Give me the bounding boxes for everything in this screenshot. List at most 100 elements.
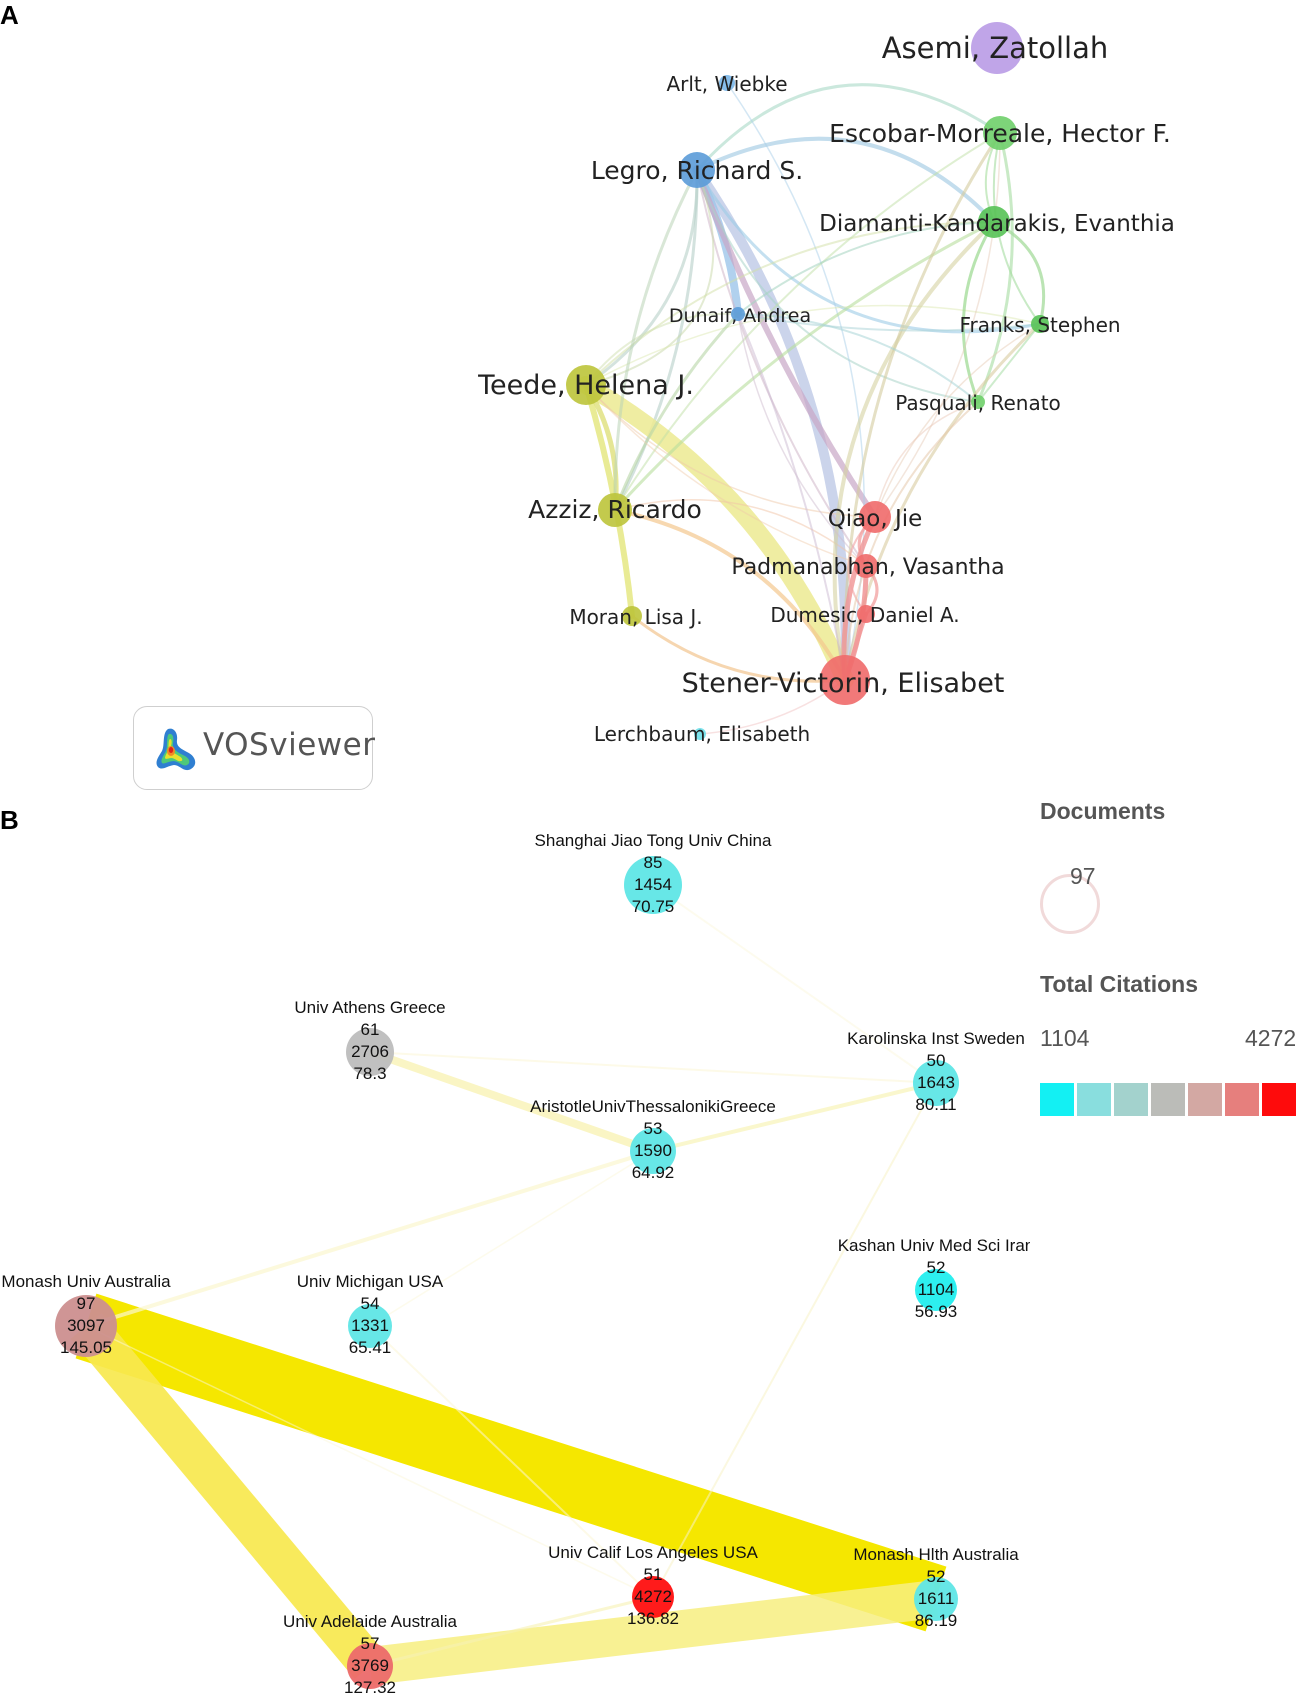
institution-name-karolinska: Karolinska Inst Sweden bbox=[847, 1029, 1025, 1048]
institution-avg-citations-shanghai: 70.75 bbox=[632, 897, 675, 916]
author-node-franks[interactable] bbox=[1031, 315, 1049, 333]
institution-node-aristotle[interactable] bbox=[630, 1128, 676, 1174]
institution-link bbox=[369, 1325, 654, 1598]
vosviewer-logo-icon bbox=[156, 728, 196, 771]
institution-node-monash[interactable] bbox=[55, 1295, 117, 1357]
institution-documents-karolinska: 50 bbox=[927, 1051, 946, 1070]
institution-name-ucla: Univ Calif Los Angeles USA bbox=[548, 1543, 758, 1562]
author-link bbox=[737, 313, 1041, 332]
legend-documents-circle bbox=[1040, 874, 1100, 934]
institution-node-athens[interactable] bbox=[346, 1028, 394, 1076]
author-node-escobar[interactable] bbox=[983, 116, 1017, 150]
institution-avg-citations-aristotle: 64.92 bbox=[632, 1163, 675, 1182]
institution-node-adelaide[interactable] bbox=[347, 1643, 393, 1689]
author-link bbox=[695, 83, 1002, 172]
author-node-moran[interactable] bbox=[622, 606, 642, 626]
author-link bbox=[585, 304, 1041, 386]
institution-citations-shanghai: 1454 bbox=[634, 875, 672, 894]
author-label-dunaif: Dunaif, Andrea bbox=[669, 305, 811, 327]
author-label-escobar: Escobar-Morreale, Hector F. bbox=[829, 119, 1171, 148]
institution-name-athens: Univ Athens Greece bbox=[294, 998, 445, 1017]
institution-link bbox=[369, 1051, 937, 1084]
institution-citations-kashan: 1104 bbox=[918, 1280, 955, 1299]
author-node-diamanti[interactable] bbox=[978, 206, 1010, 238]
institution-link bbox=[85, 1149, 654, 1328]
institution-avg-citations-monashhlth: 86.19 bbox=[915, 1611, 958, 1630]
author-label-stener: Stener-Victorin, Elisabet bbox=[682, 668, 1005, 699]
author-node-azziz[interactable] bbox=[598, 493, 632, 527]
institution-documents-adelaide: 57 bbox=[361, 1634, 380, 1653]
institution-avg-citations-michigan: 65.41 bbox=[349, 1338, 392, 1357]
author-link bbox=[737, 221, 995, 315]
institution-avg-citations-monash: 145.05 bbox=[60, 1338, 112, 1357]
author-link bbox=[976, 131, 1014, 404]
institution-node-shanghai[interactable] bbox=[624, 856, 682, 914]
legend-documents-value: 97 bbox=[1070, 863, 1096, 889]
author-node-arlt[interactable] bbox=[719, 75, 735, 91]
author-label-asemi: Asemi, Zatollah bbox=[882, 31, 1109, 65]
author-node-lerchbaum[interactable] bbox=[694, 728, 706, 740]
institution-citations-aristotle: 1590 bbox=[634, 1141, 672, 1160]
author-link bbox=[613, 312, 740, 512]
panel-a-letter: A bbox=[0, 0, 19, 30]
institution-avg-citations-ucla: 136.82 bbox=[627, 1609, 679, 1628]
institution-name-michigan: Univ Michigan USA bbox=[297, 1272, 444, 1291]
author-node-dunaif[interactable] bbox=[731, 307, 745, 321]
institution-collaboration-network: Shanghai Jiao Tong Univ China85145470.75… bbox=[1, 831, 1030, 1695]
legend-documents-title: Documents bbox=[1040, 798, 1166, 824]
institution-citations-adelaide: 3769 bbox=[351, 1656, 389, 1675]
author-link bbox=[613, 220, 996, 512]
panel-b-letter: B bbox=[0, 805, 19, 835]
author-link bbox=[613, 508, 847, 682]
author-node-qiao[interactable] bbox=[859, 501, 891, 533]
author-label-legro: Legro, Richard S. bbox=[591, 156, 803, 185]
institution-node-kashan[interactable] bbox=[915, 1269, 957, 1311]
author-label-franks: Franks, Stephen bbox=[959, 313, 1120, 337]
institution-link bbox=[85, 1325, 654, 1598]
institution-link bbox=[369, 1595, 654, 1668]
author-label-lerchbaum: Lerchbaum, Elisabeth bbox=[594, 722, 810, 746]
legend-scale-swatch bbox=[1077, 1083, 1111, 1116]
institution-link bbox=[75, 1293, 947, 1632]
institution-link bbox=[367, 1580, 939, 1685]
author-node-legro[interactable] bbox=[679, 152, 715, 188]
institution-citations-athens: 2706 bbox=[351, 1042, 389, 1061]
author-link bbox=[614, 132, 1001, 511]
institution-node-ucla[interactable] bbox=[632, 1576, 674, 1618]
legend-scale-swatch bbox=[1151, 1083, 1185, 1116]
institution-citations-ucla: 4272 bbox=[634, 1587, 672, 1606]
institution-name-monash: Monash Univ Australia bbox=[1, 1272, 171, 1291]
institution-citations-monash: 3097 bbox=[67, 1316, 105, 1335]
institution-documents-ucla: 51 bbox=[644, 1565, 663, 1584]
author-link bbox=[695, 136, 996, 224]
institution-node-michigan[interactable] bbox=[348, 1304, 392, 1348]
author-node-asemi[interactable] bbox=[971, 22, 1023, 74]
author-link bbox=[843, 131, 1002, 682]
institution-citations-monashhlth: 1611 bbox=[918, 1589, 955, 1608]
legend-scale-swatch bbox=[1114, 1083, 1148, 1116]
institution-link bbox=[652, 1082, 937, 1598]
author-link bbox=[737, 313, 867, 567]
institution-link bbox=[652, 884, 937, 1084]
author-node-padmanabhan[interactable] bbox=[854, 554, 878, 578]
author-link bbox=[961, 220, 996, 404]
institution-links bbox=[70, 884, 947, 1685]
author-node-stener[interactable] bbox=[820, 655, 870, 705]
legend-scale-swatch bbox=[1040, 1083, 1074, 1116]
institution-name-adelaide: Univ Adelaide Australia bbox=[283, 1612, 457, 1631]
author-link bbox=[577, 376, 854, 689]
institution-documents-michigan: 54 bbox=[361, 1294, 380, 1313]
institution-node-monashhlth[interactable] bbox=[914, 1577, 958, 1621]
institution-name-aristotle: AristotleUnivThessalonikiGreece bbox=[530, 1097, 776, 1116]
author-label-arlt: Arlt, Wiebke bbox=[666, 72, 787, 96]
institution-link bbox=[368, 1048, 655, 1155]
author-node-dumesic[interactable] bbox=[857, 605, 875, 623]
author-node-teede[interactable] bbox=[566, 365, 606, 405]
institution-node-karolinska[interactable] bbox=[913, 1060, 959, 1106]
author-node-pasquali[interactable] bbox=[971, 395, 985, 409]
institution-avg-citations-athens: 78.3 bbox=[353, 1064, 386, 1083]
author-link bbox=[726, 82, 865, 681]
author-label-teede: Teede, Helena J. bbox=[477, 370, 694, 401]
